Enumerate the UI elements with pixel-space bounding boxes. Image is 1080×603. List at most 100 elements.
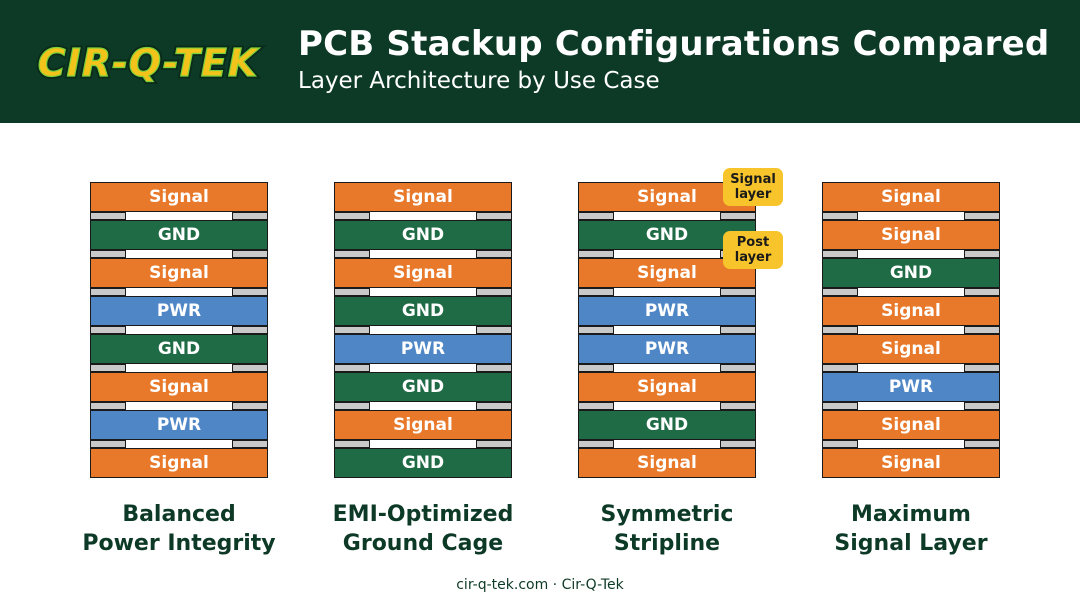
dielectric-spacer (822, 364, 858, 372)
svg-text:CIR-Q-TEK: CIR-Q-TEK (38, 41, 260, 85)
dielectric-gap (334, 402, 512, 410)
dielectric-gap (822, 402, 1000, 410)
dielectric-gap (822, 250, 1000, 258)
dielectric-gap (90, 288, 268, 296)
layer-signal: Signal (578, 448, 756, 478)
layer-signal: Signal (578, 372, 756, 402)
dielectric-spacer (334, 326, 370, 334)
layer-signal: Signal (90, 182, 268, 212)
dielectric-spacer (578, 250, 614, 258)
dielectric-gap (90, 250, 268, 258)
dielectric-spacer (232, 250, 268, 258)
dielectric-spacer (822, 250, 858, 258)
dielectric-gap (822, 364, 1000, 372)
dielectric-spacer (720, 440, 756, 448)
dielectric-gap (578, 440, 756, 448)
stack-label: Maximum Signal Layer (791, 500, 1031, 558)
dielectric-gap (822, 212, 1000, 220)
dielectric-gap (822, 326, 1000, 334)
dielectric-spacer (964, 402, 1000, 410)
dielectric-spacer (90, 364, 126, 372)
page-title: PCB Stackup Configurations Compared (298, 24, 1050, 64)
stack-label-line2: Stripline (613, 531, 721, 556)
dielectric-gap (822, 440, 1000, 448)
stack-label-line2: Ground Cage (342, 531, 504, 556)
dielectric-spacer (476, 326, 512, 334)
svg-text:CIR-Q-TEK: CIR-Q-TEK (38, 41, 260, 85)
layer-signal: Signal (334, 258, 512, 288)
dielectric-gap (578, 288, 756, 296)
dielectric-gap (90, 440, 268, 448)
layer-signal: Signal (90, 372, 268, 402)
dielectric-gap (822, 288, 1000, 296)
stack-label-line1: EMI-Optimized (332, 502, 514, 527)
dielectric-spacer (90, 212, 126, 220)
callout-line1: Signal (730, 172, 776, 187)
dielectric-spacer (232, 402, 268, 410)
callout-signal-layer: Signal layer (723, 168, 783, 206)
dielectric-spacer (964, 364, 1000, 372)
dielectric-spacer (964, 250, 1000, 258)
dielectric-spacer (578, 440, 614, 448)
brand-logo: CIR-Q-TEK CIR-Q-TEK (28, 30, 268, 94)
callout-line2: layer (734, 187, 772, 202)
dielectric-spacer (822, 326, 858, 334)
dielectric-gap (578, 364, 756, 372)
dielectric-spacer (476, 402, 512, 410)
dielectric-spacer (476, 212, 512, 220)
footer-credit: cir-q-tek.com · Cir-Q-Tek (456, 577, 624, 593)
dielectric-spacer (90, 440, 126, 448)
dielectric-gap (334, 440, 512, 448)
dielectric-spacer (822, 402, 858, 410)
dielectric-spacer (964, 288, 1000, 296)
dielectric-spacer (720, 402, 756, 410)
dielectric-spacer (232, 288, 268, 296)
dielectric-spacer (720, 326, 756, 334)
dielectric-gap (90, 402, 268, 410)
layer-signal: Signal (334, 182, 512, 212)
dielectric-spacer (90, 288, 126, 296)
dielectric-gap (90, 326, 268, 334)
stack-label: Balanced Power Integrity (59, 500, 299, 558)
dielectric-spacer (720, 288, 756, 296)
dielectric-spacer (334, 440, 370, 448)
layer-pwr: PWR (578, 296, 756, 326)
layer-gnd: GND (822, 258, 1000, 288)
stack-label-line1: Maximum (851, 502, 971, 527)
dielectric-spacer (232, 212, 268, 220)
dielectric-gap (578, 402, 756, 410)
dielectric-gap (334, 288, 512, 296)
page-subtitle: Layer Architecture by Use Case (298, 68, 660, 94)
layer-signal: Signal (822, 334, 1000, 364)
dielectric-spacer (90, 326, 126, 334)
stack-label: Symmetric Stripline (547, 500, 787, 558)
layer-gnd: GND (90, 220, 268, 250)
layer-gnd: GND (90, 334, 268, 364)
dielectric-gap (334, 364, 512, 372)
dielectric-spacer (720, 212, 756, 220)
dielectric-gap (90, 212, 268, 220)
dielectric-spacer (964, 212, 1000, 220)
stack-label-line2: Power Integrity (82, 531, 276, 556)
layer-signal: Signal (822, 296, 1000, 326)
layer-gnd: GND (334, 372, 512, 402)
stack-label-line1: Symmetric (600, 502, 734, 527)
stack-label: EMI-Optimized Ground Cage (303, 500, 543, 558)
dielectric-spacer (578, 402, 614, 410)
header-banner: CIR-Q-TEK CIR-Q-TEK PCB Stackup Configur… (0, 0, 1080, 123)
layer-pwr: PWR (334, 334, 512, 364)
dielectric-gap (334, 250, 512, 258)
layer-pwr: PWR (822, 372, 1000, 402)
dielectric-spacer (822, 212, 858, 220)
layer-signal: Signal (334, 410, 512, 440)
layer-gnd: GND (578, 410, 756, 440)
dielectric-gap (334, 326, 512, 334)
logo-wordmark: CIR-Q-TEK CIR-Q-TEK (35, 39, 261, 88)
layer-signal: Signal (90, 448, 268, 478)
dielectric-spacer (964, 326, 1000, 334)
layer-pwr: PWR (90, 410, 268, 440)
